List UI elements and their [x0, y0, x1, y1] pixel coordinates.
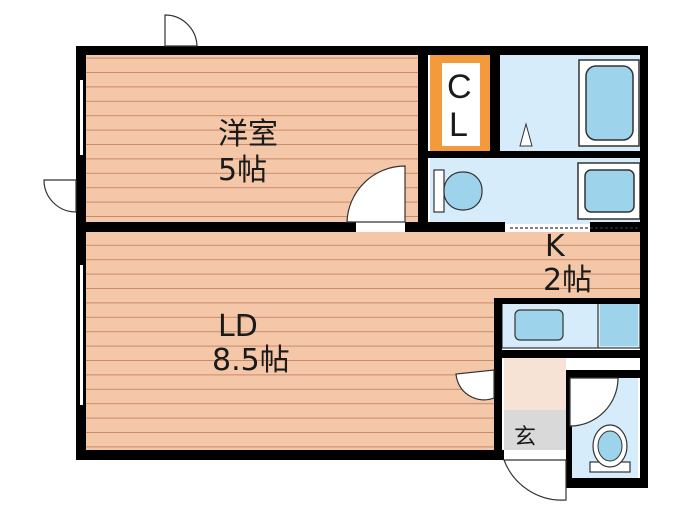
western-room-name: 洋室 [218, 117, 278, 152]
sink-icon [514, 309, 564, 341]
door-north-icon [164, 14, 198, 47]
ld-floor [86, 232, 642, 298]
walls [76, 46, 648, 488]
door-western-room-icon [346, 165, 406, 223]
closet-letter-c: C [447, 68, 472, 106]
bathtub-basin-icon [585, 65, 634, 141]
ld-floor-lower [86, 298, 498, 450]
ld-room-name: LD [218, 309, 258, 344]
closet-letter-l: L [449, 106, 468, 144]
drain-icon [519, 122, 533, 147]
kitchen-size: 2帖 [543, 263, 592, 298]
entrance-label: 玄 [514, 425, 536, 450]
window-north [80, 80, 83, 155]
ld-room-size: 8.5帖 [212, 343, 290, 378]
door-west-icon [43, 179, 77, 213]
toilet-tank-icon [433, 169, 445, 213]
genkan-floor [504, 410, 566, 450]
western-room-size: 5帖 [218, 153, 267, 188]
window-west [80, 265, 83, 405]
door-toilet-icon [569, 377, 619, 427]
closet-inner [442, 63, 480, 146]
toilet-bowl-icon [443, 171, 483, 211]
stove-icon [600, 304, 638, 346]
door-front-icon [503, 459, 567, 501]
washbasin-bowl-icon [584, 169, 635, 213]
door-entrance-icon [455, 369, 495, 401]
kitchen-name: K [545, 229, 566, 264]
